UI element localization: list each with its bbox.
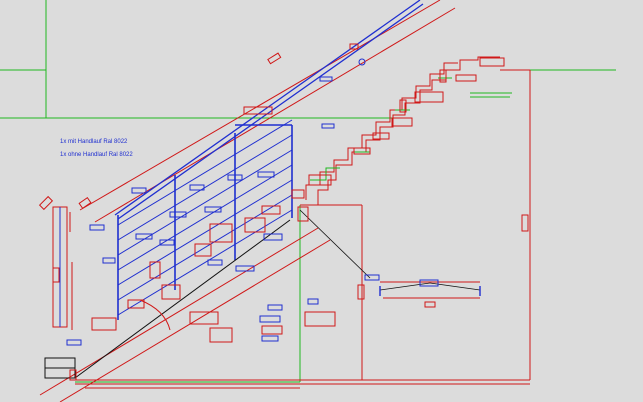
note-without-handrail: 1x ohne Handlauf Ral 8022	[60, 152, 133, 158]
dimension-tags-red	[38, 43, 529, 381]
note-with-handrail: 1x mit Handlauf Ral 8022	[60, 139, 128, 145]
handrail	[114, 0, 424, 220]
railing-frame	[117, 124, 293, 320]
leader-lines	[299, 209, 481, 296]
dimension-tags-blue	[66, 76, 439, 346]
green-reference-lines	[0, 0, 616, 383]
left-post-elevation	[52, 206, 73, 330]
red-construction-lines	[39, 0, 531, 402]
stair-steps	[300, 56, 500, 206]
reference-circle	[358, 58, 366, 66]
swing-arc	[139, 299, 171, 331]
railing-bars	[117, 119, 293, 316]
base-plate	[44, 219, 291, 379]
